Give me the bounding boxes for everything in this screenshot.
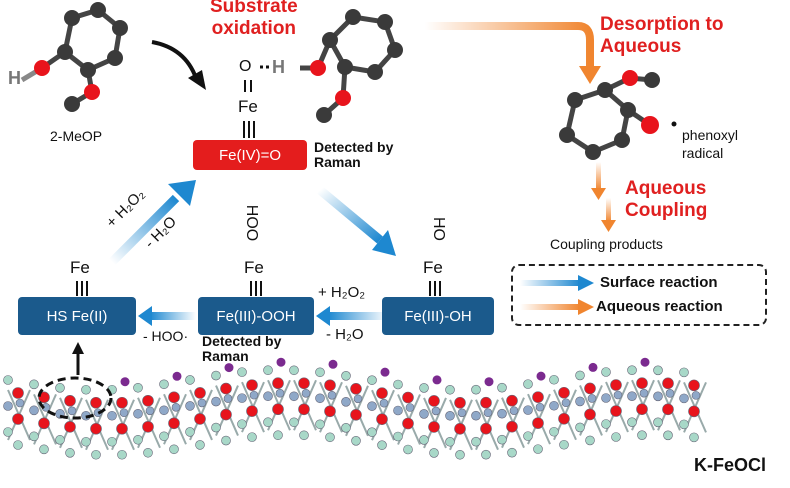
phenoxyl-radical-label: phenoxyl radical: [682, 127, 739, 161]
minus-h2o-label: - H₂O: [326, 326, 364, 343]
arrow-feiiiooh-to-hsfe: [138, 306, 196, 326]
k-feocl-lattice: [3, 357, 707, 460]
detected-raman-label-1: Detected by Raman: [314, 139, 394, 170]
minus-hoo-label: - HOO·: [143, 328, 189, 344]
o-atom-label: O: [239, 58, 252, 75]
fe-label-ooh: Fe: [244, 258, 264, 277]
coupling-products-label: Coupling products: [550, 236, 663, 252]
legend-arrows: [520, 275, 594, 315]
fe-label-oh: Fe: [423, 258, 443, 277]
fe-bonds: [76, 281, 441, 296]
arrow-feivo-to-feiiioh: [317, 186, 396, 256]
fe-label-hsfe: Fe: [70, 258, 90, 277]
active-site-highlight: [37, 376, 113, 420]
molecule-substrate: [300, 9, 403, 123]
molecule-phenoxyl-radical: [559, 70, 677, 160]
legend-box: [511, 264, 767, 326]
active-site-arrow: [72, 342, 84, 375]
desorption-arrow: [425, 22, 594, 68]
fe-o-bond: [243, 65, 270, 138]
substrate-oxidation-label: Substrate oxidation: [210, 0, 298, 39]
reaction-arrow-curved: [151, 40, 198, 79]
fe-iii-ooh-box: Fe(III)-OOH: [198, 297, 314, 335]
legend-surface-label: Surface reaction: [600, 274, 718, 291]
arrow-feiiioh-to-feiiiooh: [316, 306, 388, 326]
h-atom-label-2: H: [272, 57, 285, 77]
aqueous-coupling-label: Aqueous Coupling: [625, 178, 708, 221]
molecule-2-meop: [20, 2, 128, 112]
plus-h2o2-label: + H₂O₂: [318, 284, 366, 301]
hs-fe-ii-box: HS Fe(II): [18, 297, 136, 335]
ooh-ligand-label: HOO: [243, 204, 261, 242]
desorption-label: Desorption to Aqueous: [600, 14, 724, 57]
fe-iii-oh-box: Fe(III)-OH: [382, 297, 494, 335]
detected-raman-label-2: Detected by Raman: [202, 333, 282, 364]
reaction-arrow-head: [188, 70, 206, 90]
fe-label-top: Fe: [238, 97, 258, 116]
k-feocl-label: K-FeOCl: [694, 455, 766, 475]
desorption-arrow-head: [579, 66, 601, 84]
two-meop-label: 2-MeOP: [50, 128, 103, 144]
h-atom-label-1: H: [8, 68, 21, 88]
arrow-hsfe-to-feivo: [108, 180, 196, 266]
aqueous-coupling-arrows: [591, 162, 616, 232]
legend-aqueous-label: Aqueous reaction: [596, 298, 723, 315]
fe-iv-o-box: Fe(IV)=O: [193, 140, 307, 170]
oh-ligand-label: HO: [430, 217, 447, 241]
